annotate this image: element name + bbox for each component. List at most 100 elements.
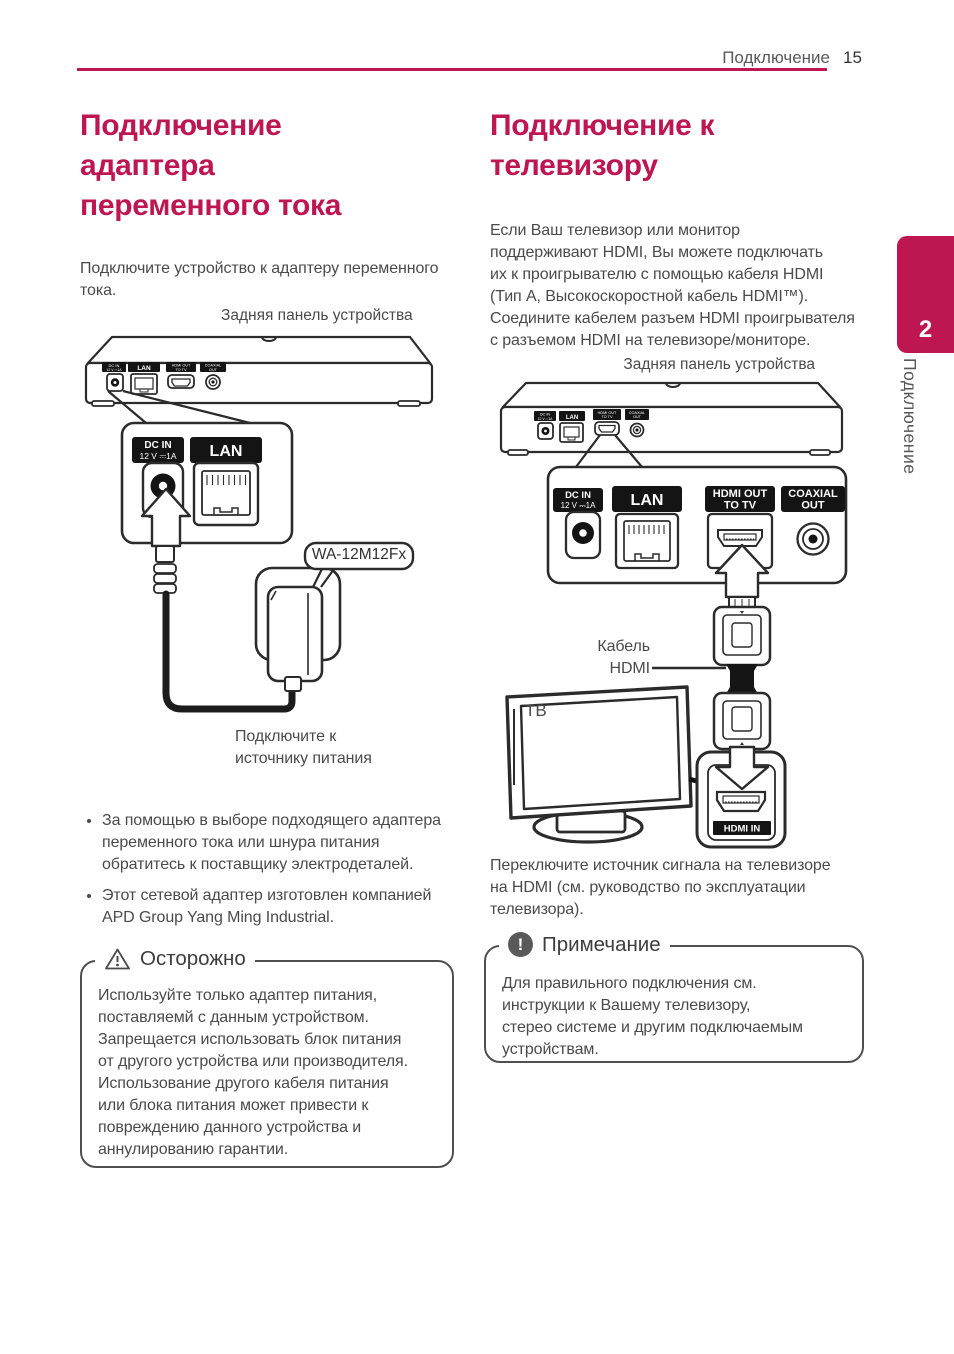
dc-label-bg	[553, 488, 603, 512]
dc-pin	[579, 529, 587, 537]
ac-adapter-body	[266, 585, 324, 683]
tv-screen	[519, 695, 682, 811]
hdmi-connector-top-mark	[740, 611, 744, 614]
mini-coax-pin	[635, 428, 639, 432]
dc-in-label: DC IN	[144, 440, 171, 451]
mini-hdmi-label-1: HDMI OUT	[172, 364, 191, 368]
right-section-heading: Подключение к телевизору	[490, 109, 715, 182]
mini-hdmi-label-2: TO TV	[175, 368, 187, 372]
mini-lan-label: LAN	[566, 415, 578, 421]
adapter-detail	[270, 590, 309, 675]
model-bubble	[303, 541, 415, 571]
mini-dc-spec: 12 V ⎓1A	[538, 417, 554, 421]
note-exclamation-icon: !	[508, 932, 533, 957]
adapter-model-label: WA-12M12Fx	[311, 546, 407, 563]
lan-pins	[628, 525, 665, 534]
chapter-number: 2	[918, 316, 933, 343]
coax-label-bg	[781, 486, 845, 512]
mini-dc-label-bg	[534, 411, 556, 421]
mini-coax-label-bg	[625, 409, 649, 420]
lan-port	[192, 461, 260, 527]
chapter-tab: 2	[897, 236, 954, 353]
power-cable	[162, 590, 296, 713]
lan-inner	[623, 520, 671, 562]
mini-lan-notch	[139, 388, 149, 393]
lan-port	[614, 512, 680, 570]
callout-lines	[107, 389, 251, 425]
hdmi-slot	[723, 533, 757, 541]
note-box: ! Примечание Для правильного подключения…	[484, 932, 864, 1063]
note-title: Примечание	[542, 932, 661, 956]
dc-pin	[158, 481, 168, 491]
plug-rib-1	[153, 563, 177, 574]
left-bullet-list: За помощью в выборе подходящего адаптера…	[82, 810, 502, 938]
mini-lan-label-bg	[559, 411, 585, 421]
device-top-face	[86, 335, 432, 365]
mini-lan-label: LAN	[137, 365, 151, 372]
dc-in-label: DC IN	[565, 490, 591, 501]
mini-hdmi-inner	[598, 424, 616, 433]
header-section-label: Подключение	[722, 48, 830, 67]
device-foot-left	[91, 400, 115, 407]
hdmi-label-bg	[705, 486, 775, 512]
header-page-number: 15	[843, 48, 862, 67]
callout-lines	[575, 434, 643, 468]
power-source-note: Подключите к источнику питания	[235, 728, 372, 767]
caution-body: Используйте только адаптер питания, пост…	[98, 987, 408, 1158]
hdmi-cable-segment	[726, 664, 758, 694]
mini-hdmi-port	[167, 374, 195, 389]
lan-label-bg	[612, 486, 682, 512]
device-foot-right	[809, 449, 831, 456]
right-intro-paragraph: Если Ваш телевизор или монитор поддержив…	[490, 222, 855, 349]
caution-title: Осторожно	[140, 947, 246, 970]
warning-triangle-icon	[105, 948, 130, 970]
hdmi-in-label: HDMI IN	[724, 824, 761, 835]
mini-coax-outer	[629, 422, 645, 438]
mini-dc-pin	[544, 429, 547, 433]
plug-barrel	[155, 545, 175, 563]
left-rear-panel-caption: Задняя панель устройства	[221, 307, 413, 324]
mini-coax-pin	[211, 380, 215, 384]
hdmi-out-label-2: TO TV	[724, 500, 757, 512]
hdmi-tip-hatch-top	[734, 599, 750, 607]
mini-hdmi-label-2: TO TV	[601, 415, 613, 419]
left-section-heading: Подключение адаптера переменного тока	[80, 109, 342, 222]
bullet-item: За помощью в выборе подходящего адаптера…	[102, 810, 502, 876]
lan-label: LAN	[210, 443, 243, 460]
mini-dc-label: DC IN	[540, 413, 551, 417]
mini-lan-label-bg	[128, 362, 160, 372]
bullet-item: Этот сетевой адаптер изготовлен компание…	[102, 885, 502, 929]
hdmi-in-slot	[722, 795, 760, 804]
device-notch	[261, 336, 277, 342]
note-body: Для правильного подключения см. инструкц…	[502, 975, 803, 1058]
caution-box: Осторожно Используйте только адаптер пит…	[80, 947, 454, 1168]
hdmi-connector-bottom-inner	[722, 700, 762, 740]
mini-dc-spec: 12 V ⎓1A	[106, 368, 122, 372]
mini-coax-label-2: OUT	[633, 415, 642, 419]
tv-connection-diagram: DC IN 12 V ⎓1A LAN HDMI OUT TO TV COAXIA…	[499, 381, 848, 849]
device-front-face	[499, 405, 844, 454]
hdmi-connector-bottom-detail	[731, 706, 753, 732]
device-front-face	[84, 361, 434, 405]
hdmi-connector-bottom-mark	[740, 742, 744, 745]
lan-notch	[213, 507, 239, 515]
hdmi-in-label-bg	[713, 821, 771, 835]
dc-label-bg	[132, 437, 184, 463]
ac-adapter-diagram: DC IN 12 V ⎓1A LAN HDMI OUT TO TV COAXIA…	[84, 335, 434, 713]
lan-notch	[634, 553, 660, 561]
mini-dc-pin	[113, 381, 117, 384]
mini-coax-label-bg	[200, 362, 226, 372]
mini-hdmi-label-bg	[593, 409, 621, 420]
lan-inner	[201, 470, 251, 516]
hdmi-in-port	[715, 790, 767, 813]
chapter-label-vertical: Подключение	[900, 358, 920, 475]
coax-mid	[802, 528, 824, 550]
mini-coax-outer	[205, 374, 221, 390]
header-rule	[77, 68, 827, 71]
hdmi-connector-top-inner	[722, 614, 762, 656]
coaxial-label-2: OUT	[801, 500, 825, 512]
mini-dc-label: DC IN	[109, 363, 120, 368]
lan-label: LAN	[631, 492, 664, 509]
hdmi-cable-label: Кабель HDMI	[597, 638, 650, 677]
